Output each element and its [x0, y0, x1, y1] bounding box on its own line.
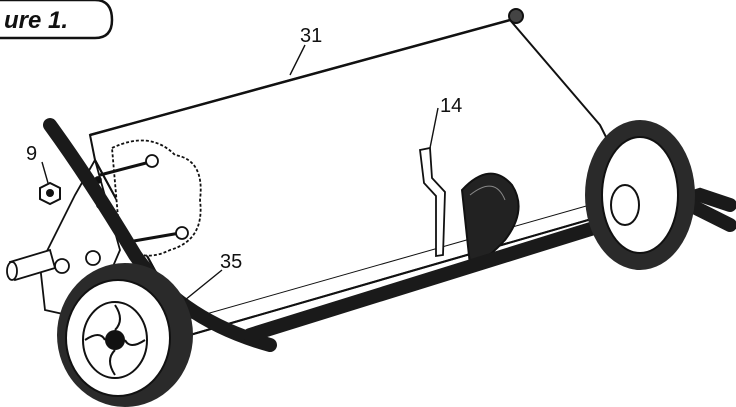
nut-9 — [39, 181, 61, 206]
right-wheel — [585, 120, 695, 270]
axle-stub — [6, 248, 101, 282]
callout-9: 9 — [26, 143, 37, 165]
callout-31: 31 — [300, 25, 322, 47]
callout-lines — [41, 44, 439, 301]
figure-title: ure 1. — [4, 7, 68, 34]
callout-35: 35 — [220, 251, 242, 273]
left-wheel — [57, 263, 193, 407]
figure-title-box: ure 1. — [0, 0, 114, 40]
lever-14 — [419, 146, 446, 258]
callout-14: 14 — [440, 95, 462, 117]
